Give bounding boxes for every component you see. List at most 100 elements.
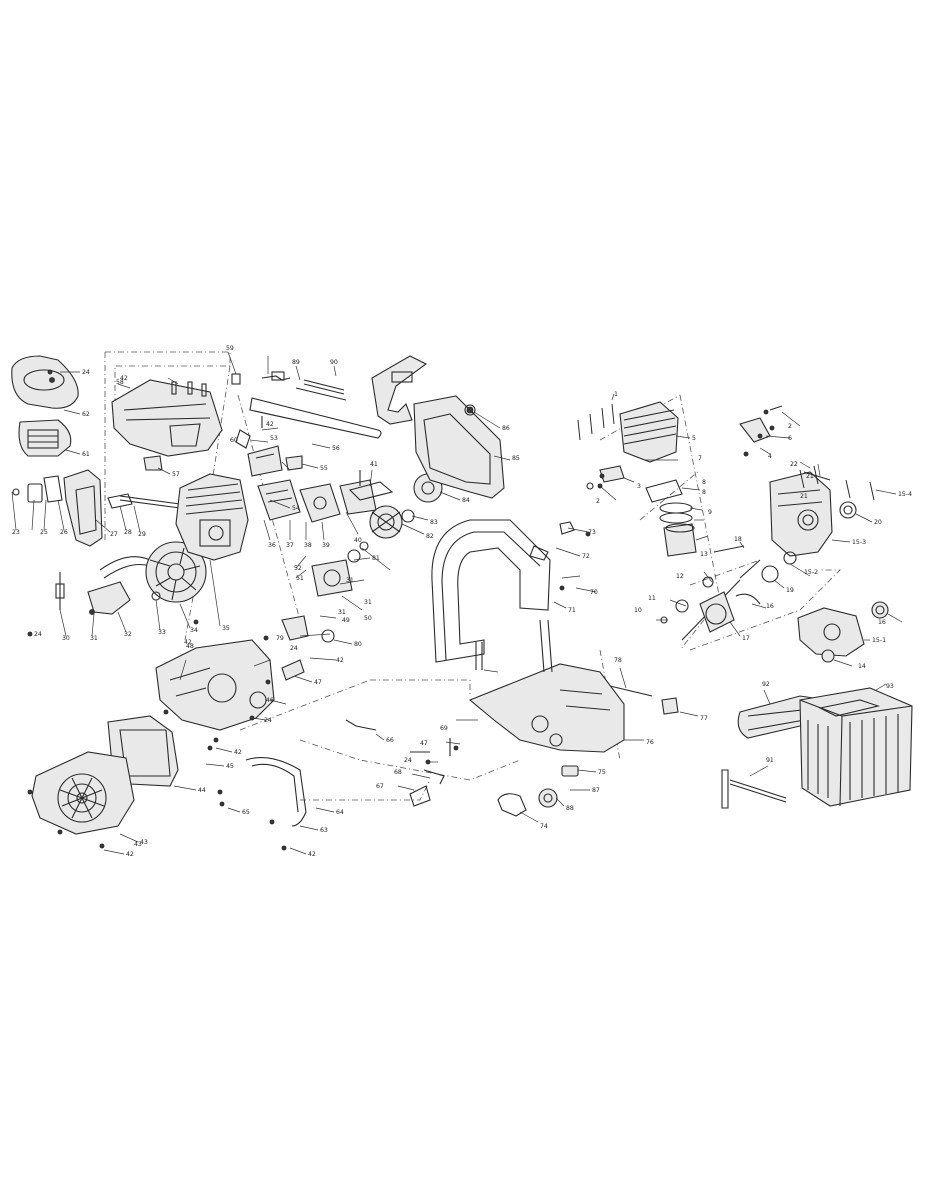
callout-50: 50 — [364, 615, 372, 622]
chain-90 — [303, 379, 345, 395]
air-filter — [18, 419, 72, 457]
callout-80: 80 — [354, 641, 362, 648]
callout-60: 60 — [230, 437, 238, 444]
air-filter-cover — [11, 355, 79, 409]
callout-12: 12 — [676, 573, 684, 580]
callout-37: 37 — [286, 542, 294, 549]
chain-tensioner-parts — [475, 521, 575, 670]
callout-16-extra: 16 — [766, 603, 774, 610]
trigger-parts — [409, 738, 451, 807]
crankcase-15-1 — [797, 601, 889, 663]
callout-23: 23 — [12, 529, 20, 536]
callout-64: 64 — [336, 809, 344, 816]
callout-33: 33 — [158, 629, 166, 636]
handle-63 — [245, 757, 307, 827]
callout-71: 71 — [568, 607, 576, 614]
callout-82: 82 — [426, 533, 434, 540]
callout-3: 3 — [637, 483, 641, 490]
callout-24: 24 — [82, 369, 90, 376]
cylinder — [619, 401, 679, 463]
callout-11: 11 — [648, 595, 656, 602]
callout-18: 18 — [734, 536, 742, 543]
main-body — [468, 619, 625, 753]
cable-66 — [345, 719, 377, 731]
callout-28: 28 — [124, 529, 132, 536]
fuel-line-parts — [55, 556, 151, 615]
knobs-87-88 — [538, 765, 579, 808]
callout-42-extra: 42 — [126, 851, 134, 858]
callout-20: 20 — [874, 519, 882, 526]
callout-84: 84 — [462, 497, 470, 504]
callout-67: 67 — [376, 783, 384, 790]
callout-92: 92 — [762, 681, 770, 688]
callout-41: 41 — [370, 461, 378, 468]
clutch-cover-plate — [311, 559, 353, 597]
callout-55: 55 — [320, 465, 328, 472]
callout-48: 48 — [186, 643, 194, 650]
callout-21: 21 — [806, 473, 814, 480]
callout-70: 70 — [590, 589, 598, 596]
engine-assembly — [175, 473, 249, 561]
callout-59: 59 — [226, 345, 234, 352]
callout-24-extra: 24 — [264, 717, 272, 724]
callout-15-3: 15-3 — [852, 539, 866, 546]
callout-30: 30 — [62, 635, 70, 642]
guide-bar-top — [249, 387, 382, 439]
guard-74 — [497, 793, 527, 817]
callout-87: 87 — [592, 787, 600, 794]
callout-5: 5 — [692, 435, 696, 442]
callout-8: 8 — [702, 489, 706, 496]
callout-43: 43 — [140, 839, 148, 846]
callout-88: 88 — [566, 805, 574, 812]
callout-85: 85 — [512, 455, 520, 462]
leader-lines — [11, 351, 903, 855]
callout-74: 74 — [540, 823, 548, 830]
crankcase-15-3 — [769, 471, 833, 557]
callout-73: 73 — [588, 529, 596, 536]
callout-25: 25 — [40, 529, 48, 536]
bearing-20 — [839, 501, 857, 519]
callout-16: 16 — [878, 619, 886, 626]
callout-8-extra: 8 — [702, 479, 706, 486]
carry-case — [799, 687, 913, 807]
callout-15-1: 15-1 — [872, 637, 886, 644]
front-handle-guard — [371, 355, 428, 425]
callout-34: 34 — [190, 627, 198, 634]
callout-56: 56 — [332, 445, 340, 452]
callout-79: 79 — [276, 635, 284, 642]
callout-4: 4 — [768, 453, 772, 460]
callout-91: 91 — [766, 757, 774, 764]
callout-15-2: 15-2 — [804, 569, 818, 576]
callout-10: 10 — [634, 607, 642, 614]
callout-46: 46 — [266, 697, 274, 704]
callout-81: 81 — [372, 555, 380, 562]
callout-32: 32 — [124, 631, 132, 638]
callout-42-extra: 42 — [336, 657, 344, 664]
callout-83: 83 — [430, 519, 438, 526]
callout-89: 89 — [292, 359, 300, 366]
flywheel — [145, 541, 207, 603]
callout-38: 38 — [304, 542, 312, 549]
callout-35: 35 — [222, 625, 230, 632]
callout-78: 78 — [614, 657, 622, 664]
callout-36: 36 — [268, 542, 276, 549]
callout-69: 69 — [440, 725, 448, 732]
callout-77: 77 — [700, 715, 708, 722]
callout-42-extra: 42 — [234, 749, 242, 756]
callout-21-extra: 21 — [800, 493, 808, 500]
callout-47-extra: 47 — [420, 740, 428, 747]
callout-68: 68 — [394, 769, 402, 776]
callout-19: 19 — [786, 587, 794, 594]
callout-29: 29 — [138, 531, 146, 538]
callout-61: 61 — [82, 451, 90, 458]
wrench-91 — [721, 769, 787, 809]
callout-65: 65 — [242, 809, 250, 816]
callout-54: 54 — [292, 505, 300, 512]
callout-90: 90 — [330, 359, 338, 366]
callout-14: 14 — [858, 663, 866, 670]
callout-43-extra: 43 — [134, 841, 142, 848]
callout-1: 1 — [614, 391, 618, 398]
